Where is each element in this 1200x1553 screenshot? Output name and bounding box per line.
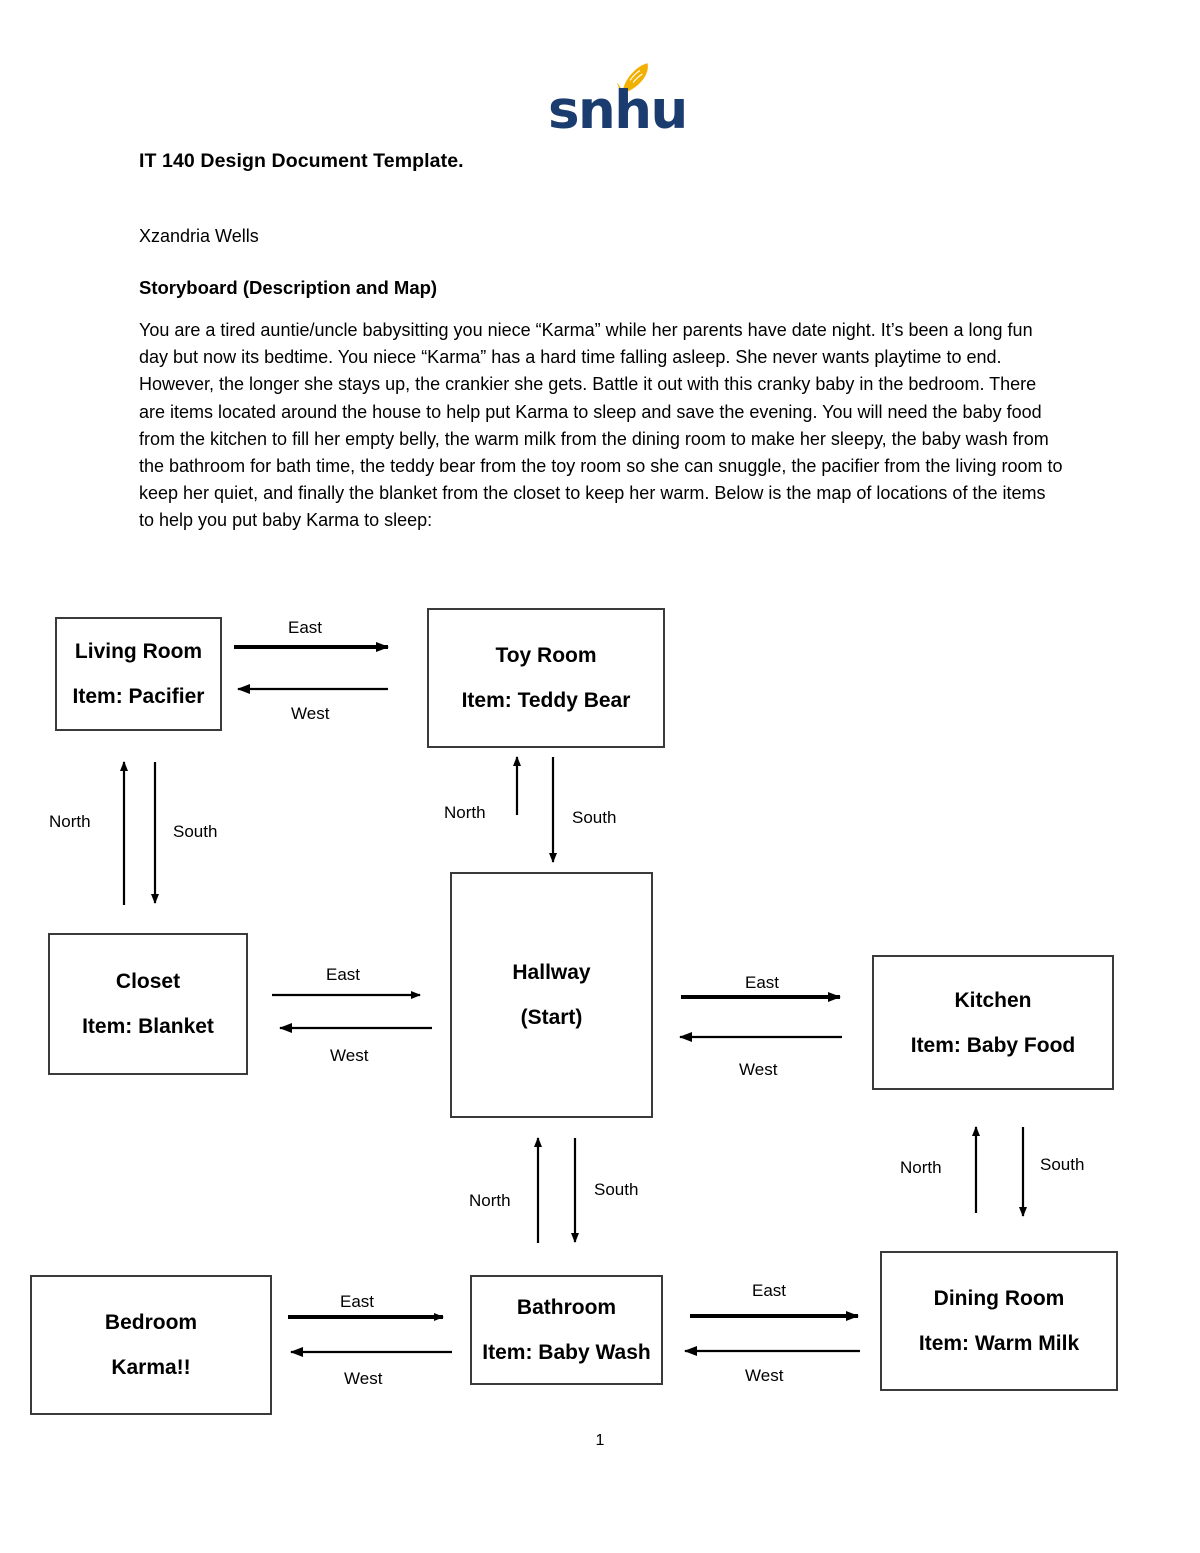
snhu-logo: snhu xyxy=(548,62,688,140)
room-item: Item: Blanket xyxy=(82,1015,214,1038)
room-item: Item: Baby Wash xyxy=(482,1341,651,1364)
room-closet[interactable]: Closet Item: Blanket xyxy=(48,933,248,1075)
author-name: Xzandria Wells xyxy=(139,226,259,246)
room-bathroom[interactable]: Bathroom Item: Baby Wash xyxy=(470,1275,663,1385)
room-item: Item: Pacifier xyxy=(72,685,205,708)
snhu-flame-icon xyxy=(616,63,648,96)
snhu-wordmark: snhu xyxy=(548,80,688,141)
page-number: 1 xyxy=(595,1432,605,1449)
room-item: Item: Teddy Bear xyxy=(461,689,631,712)
direction-label-bedroom-bathroom-east: East xyxy=(340,1292,375,1311)
section-heading: Storyboard (Description and Map) xyxy=(139,277,438,298)
room-item: (Start) xyxy=(520,1006,583,1029)
direction-label-bathroom-dining-west: West xyxy=(745,1366,784,1385)
direction-label-kitchen-dining-south: South xyxy=(1040,1155,1085,1174)
direction-label-living-closet-south: South xyxy=(173,822,218,841)
direction-label-living-toy-east: East xyxy=(288,618,323,637)
room-kitchen[interactable]: Kitchen Item: Baby Food xyxy=(872,955,1114,1090)
room-name: Hallway xyxy=(512,961,591,984)
direction-label-hallway-bathroom-south: South xyxy=(594,1180,639,1199)
room-dining-room[interactable]: Dining Room Item: Warm Milk xyxy=(880,1251,1118,1391)
room-living-room[interactable]: Living Room Item: Pacifier xyxy=(55,617,222,731)
direction-label-toy-hallway-north: North xyxy=(444,803,486,822)
direction-label-closet-hallway-west: West xyxy=(330,1046,369,1065)
room-name: Closet xyxy=(115,970,181,993)
direction-label-kitchen-dining-north: North xyxy=(900,1158,942,1177)
room-name: Kitchen xyxy=(954,988,1032,1012)
direction-label-closet-hallway-east: East xyxy=(326,965,361,984)
direction-label-living-closet-north: North xyxy=(49,812,91,831)
storyboard-paragraph: You are a tired auntie/uncle babysitting… xyxy=(139,320,1063,531)
room-name: Bedroom xyxy=(104,1311,198,1334)
room-item: Item: Warm Milk xyxy=(918,1332,1080,1355)
direction-label-bathroom-dining-east: East xyxy=(752,1281,787,1300)
direction-label-hallway-bathroom-north: North xyxy=(469,1191,511,1210)
room-name: Toy Room xyxy=(495,644,597,667)
direction-label-living-toy-west: West xyxy=(291,704,330,723)
direction-label-bedroom-bathroom-west: West xyxy=(344,1369,383,1388)
room-bedroom[interactable]: Bedroom Karma!! xyxy=(30,1275,272,1415)
room-name: Dining Room xyxy=(933,1287,1065,1310)
room-toy-room[interactable]: Toy Room Item: Teddy Bear xyxy=(427,608,665,748)
direction-label-hallway-kitchen-east: East xyxy=(745,973,780,992)
room-item: Karma!! xyxy=(111,1356,191,1379)
direction-label-hallway-kitchen-west: West xyxy=(739,1060,778,1079)
direction-label-toy-hallway-south: South xyxy=(572,808,617,827)
room-item: Item: Baby Food xyxy=(910,1033,1076,1057)
page-title: IT 140 Design Document Template. xyxy=(139,150,464,172)
room-hallway[interactable]: Hallway (Start) xyxy=(450,872,653,1118)
room-name: Bathroom xyxy=(516,1296,617,1319)
room-name: Living Room xyxy=(74,640,203,663)
